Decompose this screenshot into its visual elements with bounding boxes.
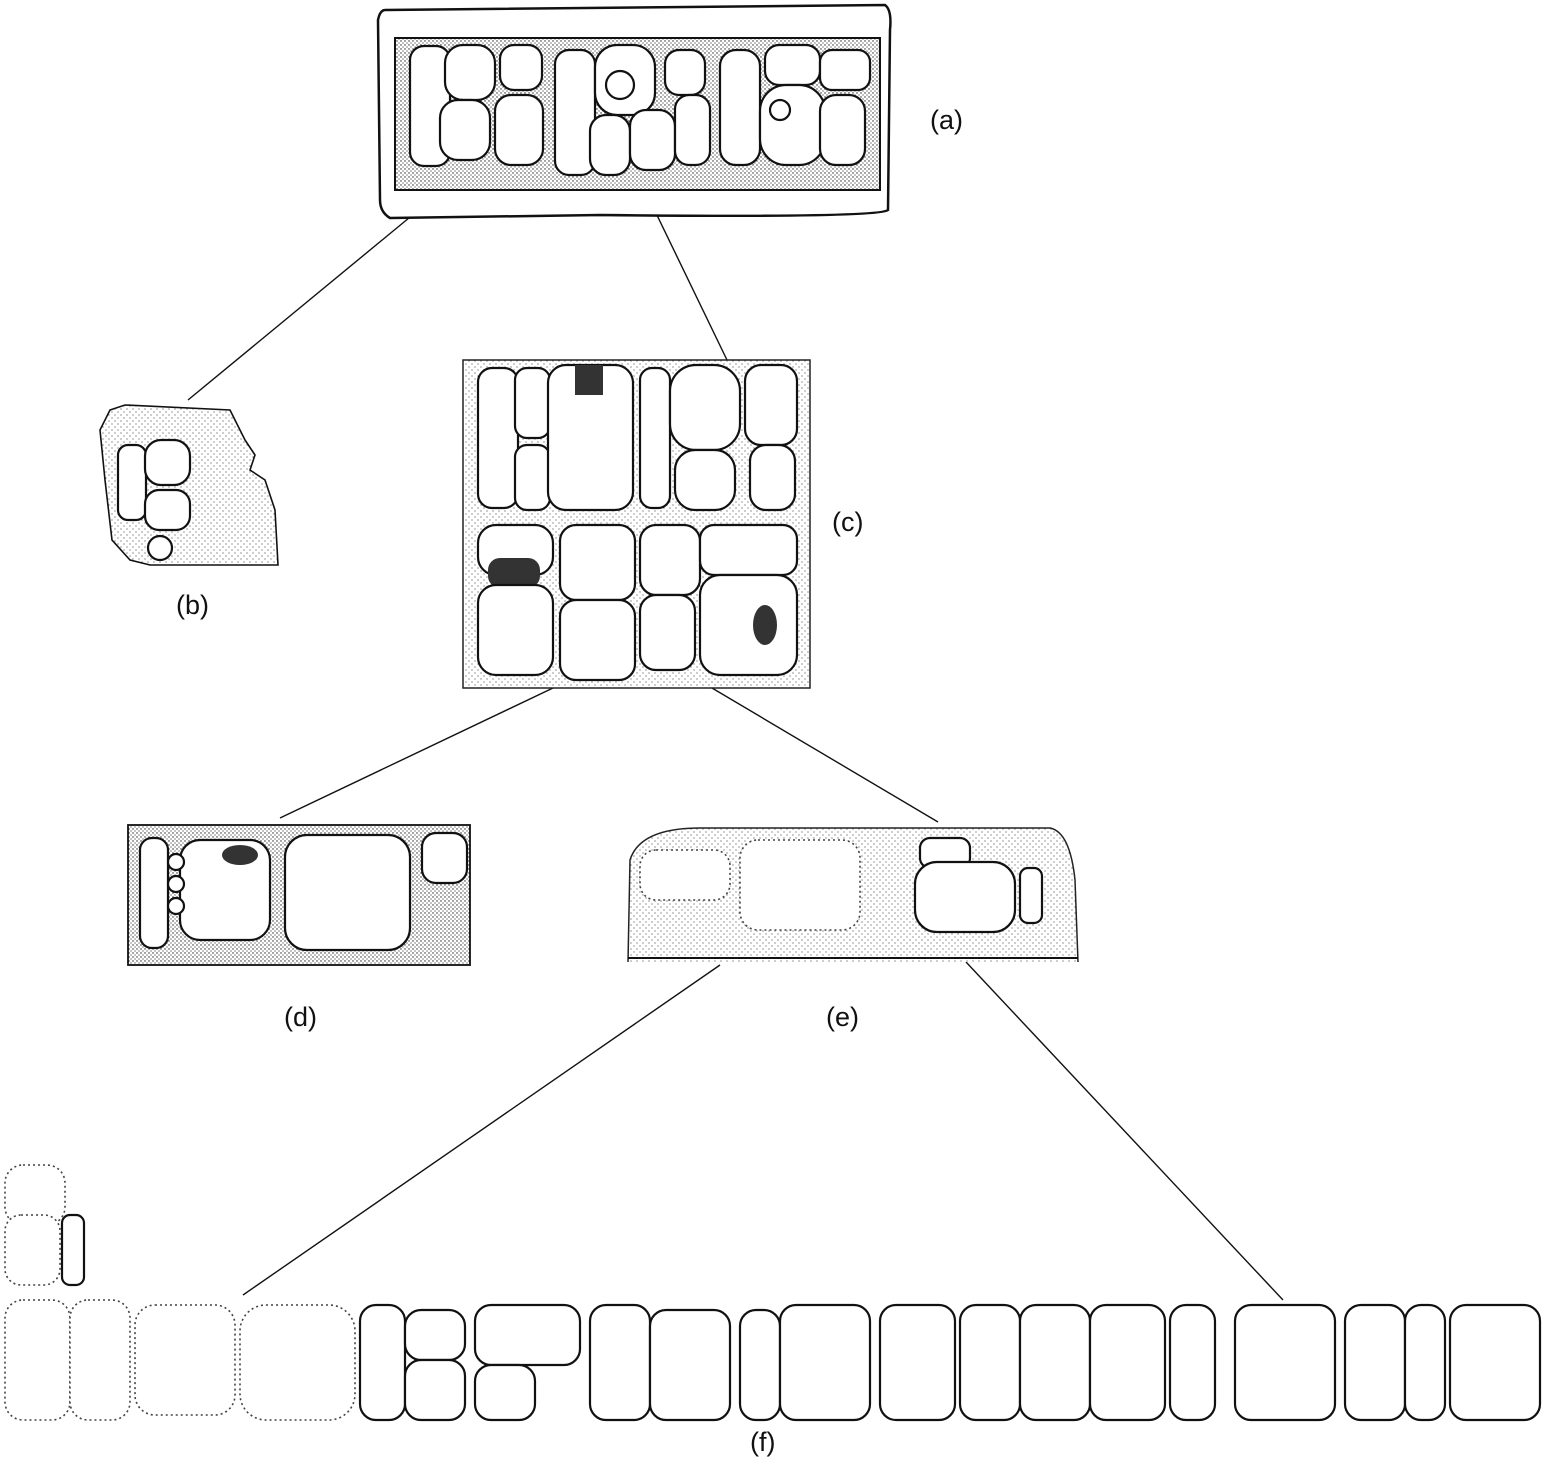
glyph-block xyxy=(1168,1303,1217,1422)
glyph-block xyxy=(1448,1303,1542,1422)
connector-e-f-right xyxy=(965,961,1284,1301)
panel-e-drawing xyxy=(627,827,1079,963)
panel-b-drawing xyxy=(99,404,279,566)
glyph-block xyxy=(588,1303,652,1422)
glyph-block xyxy=(778,1303,872,1422)
connector-c-e xyxy=(711,687,939,823)
glyph-block xyxy=(473,1303,582,1367)
glyph-block xyxy=(358,1303,407,1422)
glyph-block xyxy=(473,1363,537,1422)
connector-e-f-left xyxy=(242,964,721,1296)
glyph-block xyxy=(1233,1303,1337,1422)
label-d: (d) xyxy=(284,1002,317,1032)
glyph-block xyxy=(1088,1303,1167,1422)
label-b: (b) xyxy=(176,590,209,620)
panel-d-drawing xyxy=(127,824,471,966)
label-e: (e) xyxy=(826,1002,859,1032)
connector-c-d xyxy=(279,687,554,819)
label-f: (f) xyxy=(750,1427,776,1457)
glyph-block xyxy=(648,1308,732,1422)
panel-a-drawing xyxy=(376,3,892,220)
panel-f-drawing xyxy=(4,1164,1542,1422)
glyph-block xyxy=(878,1303,957,1422)
glyph-block xyxy=(1018,1303,1092,1422)
label-c: (c) xyxy=(832,507,864,537)
glyph-block xyxy=(403,1308,467,1362)
connector-lines xyxy=(187,179,1284,1301)
glyph-block xyxy=(738,1308,782,1422)
glyph-block xyxy=(958,1303,1022,1422)
panel-c-drawing xyxy=(462,359,811,689)
glyph-block xyxy=(1343,1303,1407,1422)
glyph-block xyxy=(403,1358,467,1422)
label-a: (a) xyxy=(930,105,963,135)
glyph-block xyxy=(1403,1303,1447,1422)
